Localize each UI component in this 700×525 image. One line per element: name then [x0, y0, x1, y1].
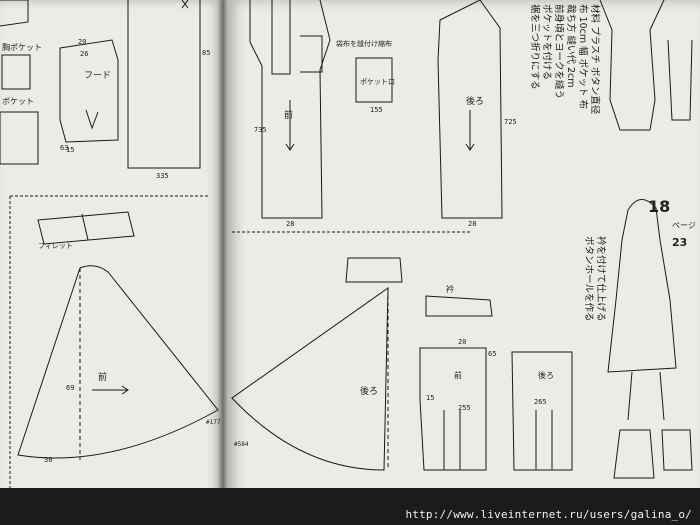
page-gutter: [218, 0, 228, 505]
num-69: 69: [66, 384, 74, 392]
label-fillet: フィレット: [38, 242, 73, 250]
instruction-columns-lower: 衿を付けて仕上げる ボタンホールを作る: [583, 236, 607, 322]
num-63: 63: [60, 144, 68, 152]
num-265: 265: [534, 398, 547, 406]
fashion-figure-main: [607, 199, 677, 373]
label-collar: 衿: [446, 284, 454, 294]
instruction-columns-upper: 材料 プラスチ ボタン直径 布 10cm 幅 ポケット 布 裁ち方 縫い代 2c…: [529, 4, 601, 115]
fashion-figure-legs: [627, 371, 665, 421]
skirt-front-arrow: [92, 385, 129, 395]
bottom-strip: [0, 488, 700, 525]
back-bodice-piece: [437, 0, 503, 219]
lower-front-piece: [419, 347, 487, 471]
num-15: 15: [66, 146, 74, 154]
left-top-corner-piece: [0, 0, 29, 27]
instruction-col-2: 布 10cm 幅 ポケット 布: [577, 4, 589, 109]
left-cross-mark: [181, 0, 189, 9]
label-right-front: 前: [284, 109, 293, 121]
instruction-col-3: 裁ち方 縫い代 2cm: [565, 4, 577, 88]
page-ref-num: 23: [672, 236, 687, 249]
fillet-seam: [81, 213, 89, 241]
hood-piece: [59, 39, 119, 143]
num-85: 85: [202, 49, 210, 57]
num-28-back: 28: [468, 220, 476, 228]
label-lower-front: 前: [454, 370, 462, 380]
label-right-back: 後ろ: [466, 95, 484, 107]
fashion-dress-sketch: [667, 39, 693, 121]
skirt-front-piece: [17, 265, 219, 459]
num-26: 26: [80, 50, 88, 58]
label-pocket: ポケット: [2, 97, 34, 106]
lower-back-darts: [535, 410, 553, 470]
front-placket: [271, 0, 291, 75]
right-fig-number: #584: [234, 441, 249, 448]
skirt-back-piece: [231, 287, 389, 471]
num-20-lower: 20: [458, 338, 466, 346]
instruction-col-6: 裾を三つ折りにする: [529, 4, 541, 90]
page-number: 152: [678, 489, 693, 498]
instruction-col-4: 前身頃とヨークを縫う: [553, 4, 565, 99]
pocket-bag-piece: [355, 57, 393, 103]
instruction-col-1: 材料 プラスチ ボタン直径: [589, 4, 601, 115]
label-chest-pocket: 胸ポケット: [2, 42, 42, 52]
fashion-figure-top: [599, 0, 665, 131]
page-ref-big: 18: [648, 197, 670, 216]
front-arrow: [285, 100, 295, 151]
num-735: 735: [254, 126, 267, 134]
num-20: 20: [78, 38, 86, 46]
num-155: 155: [370, 106, 383, 114]
page-ref-sub: ページ: [672, 221, 696, 230]
num-30: 30: [44, 456, 52, 464]
lower-back-piece: [511, 351, 573, 471]
num-335: 335: [156, 172, 169, 180]
hood-dart: [85, 109, 99, 130]
collar-piece: [345, 257, 403, 283]
source-watermark[interactable]: http://www.liveinternet.ru/users/galina_…: [405, 508, 692, 521]
lower-front-darts: [443, 410, 461, 470]
instruction-col-8: ボタンホールを作る: [583, 236, 595, 322]
pocket-piece: [0, 111, 39, 165]
label-hood: フード: [84, 71, 111, 81]
fillet-piece: [37, 211, 135, 245]
fashion-top-sketch: [661, 429, 693, 471]
label-attach: 袋布を縫付け縮布: [336, 39, 392, 48]
num-255: 255: [458, 404, 471, 412]
num-15-lower: 15: [426, 394, 434, 402]
left-fig-number: #177: [206, 419, 221, 426]
back-arrow: [465, 110, 475, 151]
left-long-panel: [127, 0, 201, 169]
left-page: [0, 0, 222, 500]
front-pocket-mark: [300, 35, 323, 73]
lapel-piece: [425, 295, 493, 317]
label-pocket-flap: ポケット口: [360, 78, 395, 86]
front-bodice-piece: [249, 0, 331, 219]
fashion-skirt-sketch: [613, 429, 655, 479]
label-left-front: 前: [98, 371, 107, 383]
num-725: 725: [504, 118, 517, 126]
label-skirt-back: 後ろ: [360, 385, 378, 397]
num-65: 65: [488, 350, 496, 358]
instruction-col-7: 衿を付けて仕上げる: [595, 236, 607, 322]
num-28-front: 28: [286, 220, 294, 228]
chest-pocket-piece: [1, 54, 31, 90]
instruction-col-5: ポケットを付ける: [541, 4, 552, 80]
label-lower-back: 後ろ: [538, 370, 554, 380]
